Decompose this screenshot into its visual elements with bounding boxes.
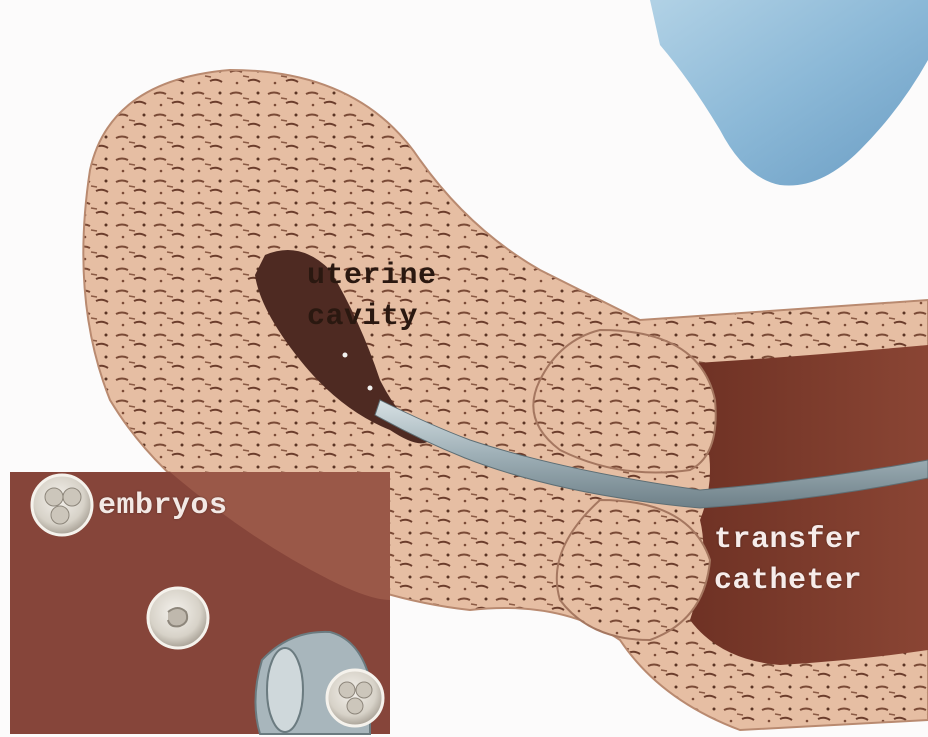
label-transfer-catheter: transfer catheter	[714, 520, 862, 603]
label-uterine-cavity: uterine cavity	[307, 256, 437, 339]
glove-icon	[650, 0, 928, 186]
embryo-icon	[148, 588, 208, 648]
embryo-icon	[327, 670, 383, 726]
embryo-icon	[32, 475, 92, 535]
label-embryos: embryos	[98, 486, 228, 527]
